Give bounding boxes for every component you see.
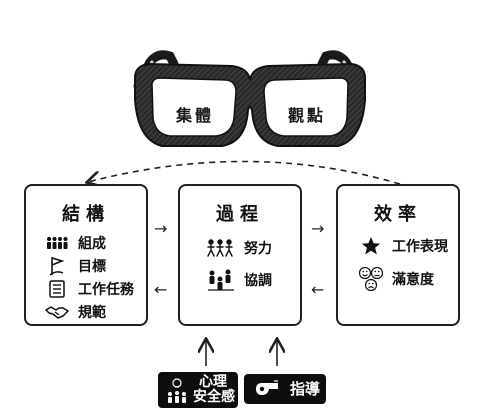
psychological-safety-label: 心理 安全感 [193,375,235,405]
effectiveness-title: 效率 [374,204,422,225]
structure-title: 結構 [62,204,110,225]
checklist-icon [44,279,70,299]
process-title: 過程 [216,204,264,225]
structure-item-label: 工作任務 [78,282,134,298]
safety-line-1: 心理 [199,374,227,390]
structure-item-composition: 組成 [44,233,106,253]
effectiveness-item-label: 滿意度 [392,272,434,288]
left-lens-label: 集體 [175,106,214,125]
structure-item-norms: 規範 [44,302,106,322]
structure-item-label: 目標 [78,259,106,275]
people-bulb-icon [165,375,189,405]
process-item-effort: 努力 [206,238,272,258]
handshake-icon [44,302,70,322]
faces-icon [358,266,384,292]
arrow-left-effectiveness-process: ← [311,280,325,299]
star-icon [358,236,384,256]
safety-line-2: 安全感 [193,389,235,405]
arrow-left-process-structure: ← [154,280,168,299]
meeting-people-icon [206,269,236,291]
group-icon [44,233,70,253]
coaching-badge: 指導 [244,374,326,404]
target-flag-icon [44,256,70,276]
feedback-arc [88,160,401,184]
effectiveness-item-label: 工作表現 [392,239,448,255]
arrow-right-process-effectiveness: → [311,219,325,238]
structure-box: 結構 組成 目標 [24,184,148,326]
glasses-icon [133,50,366,147]
structure-item-label: 規範 [78,305,106,321]
running-people-icon [206,238,236,258]
structure-item-tasks: 工作任務 [44,279,134,299]
process-item-coordination: 協調 [206,269,272,291]
process-item-label: 努力 [244,241,272,257]
structure-item-label: 組成 [78,236,106,252]
coaching-label: 指導 [290,379,321,398]
structure-item-goal: 目標 [44,256,106,276]
arrow-right-structure-process: → [154,219,168,238]
process-box: 過程 努力 [178,184,302,326]
effectiveness-item-satisfaction: 滿意度 [358,266,434,292]
process-item-label: 協調 [244,273,272,289]
right-lens-label: 觀點 [287,106,326,125]
effectiveness-item-performance: 工作表現 [358,236,448,256]
effectiveness-box: 效率 工作表現 滿意度 [336,184,460,326]
whistle-icon [254,379,282,399]
psychological-safety-badge: 心理 安全感 [158,372,238,408]
